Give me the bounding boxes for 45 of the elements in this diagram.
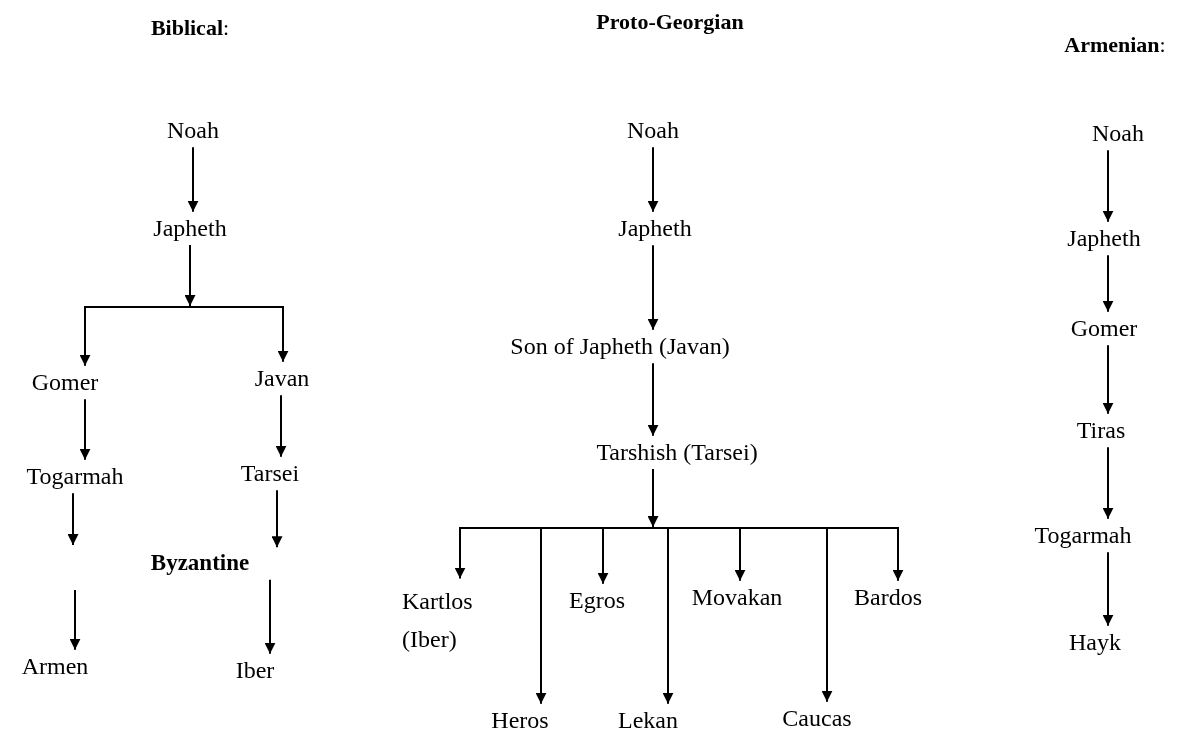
arrow [79,398,91,461]
arrow [264,578,276,655]
name-label: Tarshish (Tarsei) [596,438,758,466]
column-heading: Proto-Georgian [596,9,744,35]
name-label: Gomer [31,368,99,396]
name-label: Armen [21,652,89,680]
name-label: Noah [1092,119,1144,147]
name-label: Togarmah [26,462,124,490]
name-label: Tarsei [240,459,300,487]
arrow [647,146,659,213]
name-label: Bardos [854,583,922,611]
name-label: Togarmah [1034,521,1132,549]
arrow [1102,149,1114,223]
name-label: Byzantine [150,550,250,576]
name-label: Movakan [691,583,783,611]
name-label: Heros [491,706,549,734]
name-label: Japheth [1067,224,1141,252]
arrow [647,244,659,331]
arrow [1102,551,1114,627]
name-label: Caucas [782,704,852,732]
column-heading: Armenian: [1064,32,1166,58]
arrow [67,492,79,546]
arrow [187,146,199,213]
arrow [1102,254,1114,313]
branching-arrow [83,244,285,308]
arrow [69,589,81,651]
arrow [275,394,287,458]
name-label: Noah [167,116,219,144]
name-label: Egros [569,586,625,614]
arrow [647,362,659,437]
name-label: Noah [627,116,679,144]
column-heading: Biblical: [150,15,230,41]
arrow [271,489,283,549]
arrow [1102,344,1114,415]
name-label: Iber [235,656,275,684]
name-label: Son of Japheth (Javan) [510,332,730,360]
name-label: Lekan [618,706,678,734]
arrow [1102,446,1114,520]
name-label: Japheth [153,214,227,242]
name-label: Tiras [1076,416,1126,444]
name-label: Kartlos (Iber) [402,586,474,654]
name-label: Javan [254,364,310,392]
name-label: Hayk [1069,628,1121,656]
name-label: Japheth [618,214,692,242]
name-label: Gomer [1070,314,1138,342]
